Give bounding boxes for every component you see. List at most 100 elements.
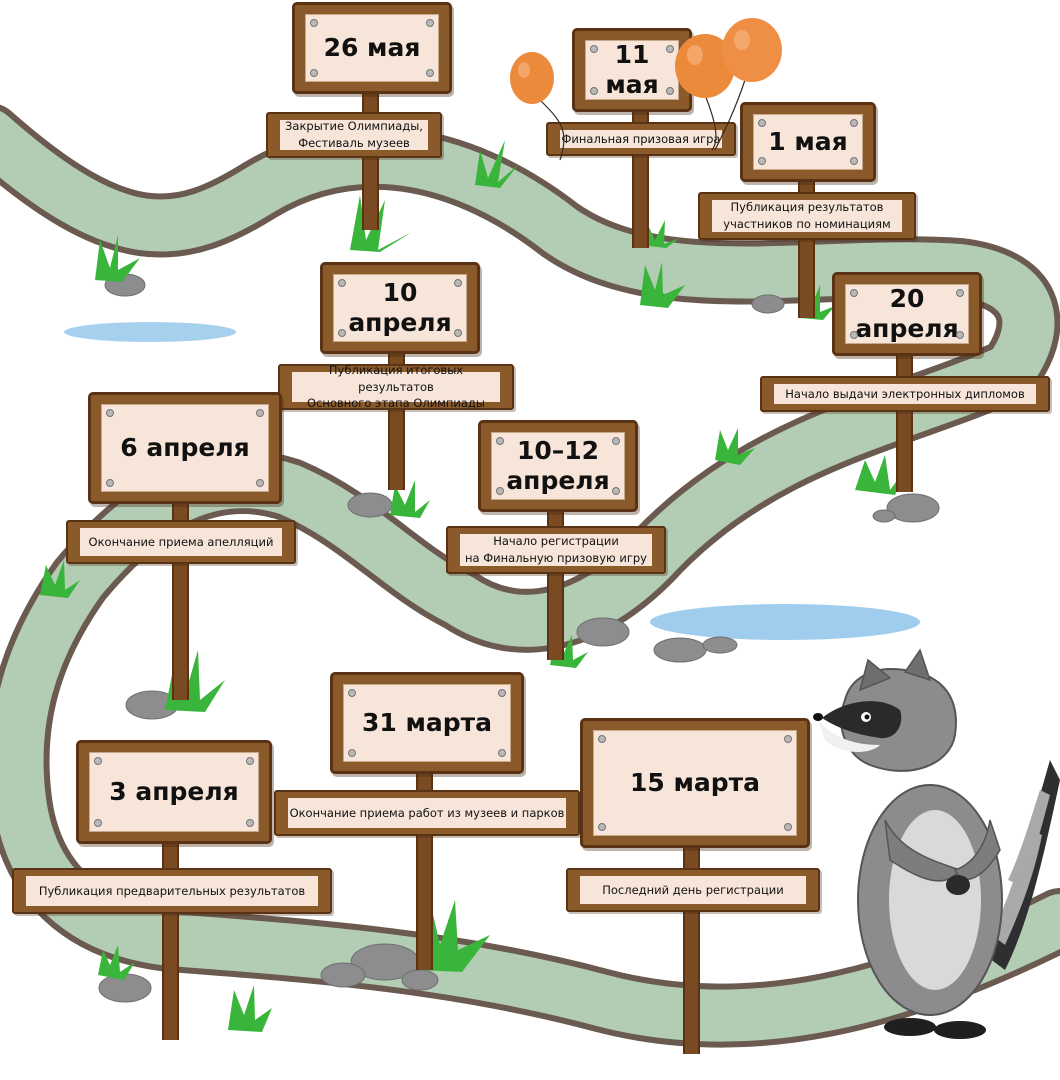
event-label: Публикация результатов участников по ном… [723, 200, 891, 231]
event-plank: Публикация итоговых результатов Основног… [278, 363, 514, 411]
grass-icon [640, 220, 680, 248]
event-label: Финальная призовая игра [561, 131, 721, 146]
nail-icon [598, 823, 606, 831]
nail-icon [498, 689, 506, 697]
nail-icon [338, 329, 346, 337]
event-plank: Публикация результатов участников по ном… [698, 192, 916, 240]
event-plank: Начало регистрации на Финальную призовую… [446, 526, 666, 574]
date-label: 10 апреля [348, 278, 452, 337]
event-plank: Последний день регистрации [566, 868, 820, 912]
stone-icon [576, 617, 630, 647]
grass-icon [390, 480, 430, 518]
nail-icon [758, 119, 766, 127]
date-board: 10 апреля [320, 262, 480, 354]
grass-icon [475, 140, 518, 188]
event-label: Публикация предварительных результатов [38, 883, 306, 898]
event-label: Последний день регистрации [602, 882, 784, 897]
event-plank: Окончание приема апелляций [66, 520, 296, 564]
grass-icon [640, 262, 685, 308]
nail-icon [338, 279, 346, 287]
grass-icon [40, 560, 80, 598]
stone-icon [401, 969, 439, 991]
event-label: Публикация итоговых результатов Основног… [307, 363, 485, 411]
event-label: Начало выдачи электронных дипломов [785, 386, 1025, 401]
nail-icon [784, 823, 792, 831]
nail-icon [348, 689, 356, 697]
nail-icon [850, 119, 858, 127]
date-label: 6 апреля [120, 433, 250, 462]
stone-icon [872, 509, 896, 523]
date-label: 3 апреля [109, 777, 239, 806]
nail-icon [348, 749, 356, 757]
nail-icon [590, 45, 598, 53]
grass-icon [95, 235, 140, 282]
nail-icon [956, 289, 964, 297]
date-board: 31 марта [330, 672, 524, 774]
stone-icon [886, 493, 940, 523]
stone-icon [751, 294, 785, 314]
nail-icon [310, 69, 318, 77]
event-plank: Начало выдачи электронных дипломов [760, 376, 1050, 412]
nail-icon [612, 437, 620, 445]
nail-icon [666, 45, 674, 53]
date-board: 10–12 апреля [478, 420, 638, 512]
nail-icon [454, 279, 462, 287]
grass-icon [228, 985, 272, 1032]
grass-icon [715, 428, 755, 465]
nail-icon [498, 749, 506, 757]
grass-icon [420, 900, 490, 972]
sign-post [896, 352, 913, 492]
date-board: 26 мая [292, 2, 452, 94]
nail-icon [256, 409, 264, 417]
stone-icon [347, 492, 393, 518]
nail-icon [590, 87, 598, 95]
stone-icon [320, 962, 366, 988]
date-board: 1 мая [740, 102, 876, 182]
nail-icon [496, 487, 504, 495]
date-board: 6 апреля [88, 392, 282, 504]
date-label: 1 мая [768, 127, 848, 156]
nail-icon [310, 19, 318, 27]
date-label: 31 марта [361, 708, 493, 737]
date-board: 15 марта [580, 718, 810, 848]
nail-icon [956, 331, 964, 339]
nail-icon [454, 329, 462, 337]
event-plank: Финальная призовая игра [546, 122, 736, 156]
nail-icon [850, 157, 858, 165]
nail-icon [612, 487, 620, 495]
nail-icon [666, 87, 674, 95]
date-board: 11 мая [572, 28, 692, 112]
date-label: 10–12 апреля [506, 436, 610, 495]
event-plank: Окончание приема работ из музеев и парко… [274, 790, 580, 836]
nail-icon [598, 735, 606, 743]
puddle-icon [650, 604, 920, 640]
date-board: 20 апреля [832, 272, 982, 356]
nail-icon [784, 735, 792, 743]
puddle-icon [64, 322, 236, 342]
grass-icon [98, 945, 135, 980]
stone-icon [653, 637, 707, 663]
event-label: Начало регистрации на Финальную призовую… [465, 534, 647, 565]
nail-icon [94, 757, 102, 765]
event-label: Окончание приема апелляций [88, 534, 274, 549]
nail-icon [106, 409, 114, 417]
winding-path [0, 104, 1060, 1048]
event-plank: Публикация предварительных результатов [12, 868, 332, 914]
date-board: 3 апреля [76, 740, 272, 844]
nail-icon [426, 19, 434, 27]
sign-post [362, 90, 379, 230]
event-label: Закрытие Олимпиады, Фестиваль музеев [285, 119, 423, 150]
event-label: Окончание приема работ из музеев и парко… [289, 805, 565, 820]
stone-icon [702, 636, 738, 654]
nail-icon [106, 479, 114, 487]
nail-icon [94, 819, 102, 827]
grass-icon [855, 455, 905, 495]
grass-icon [350, 195, 412, 252]
date-label: 26 мая [323, 33, 421, 62]
nail-icon [758, 157, 766, 165]
nail-icon [256, 479, 264, 487]
nail-icon [850, 289, 858, 297]
nail-icon [496, 437, 504, 445]
